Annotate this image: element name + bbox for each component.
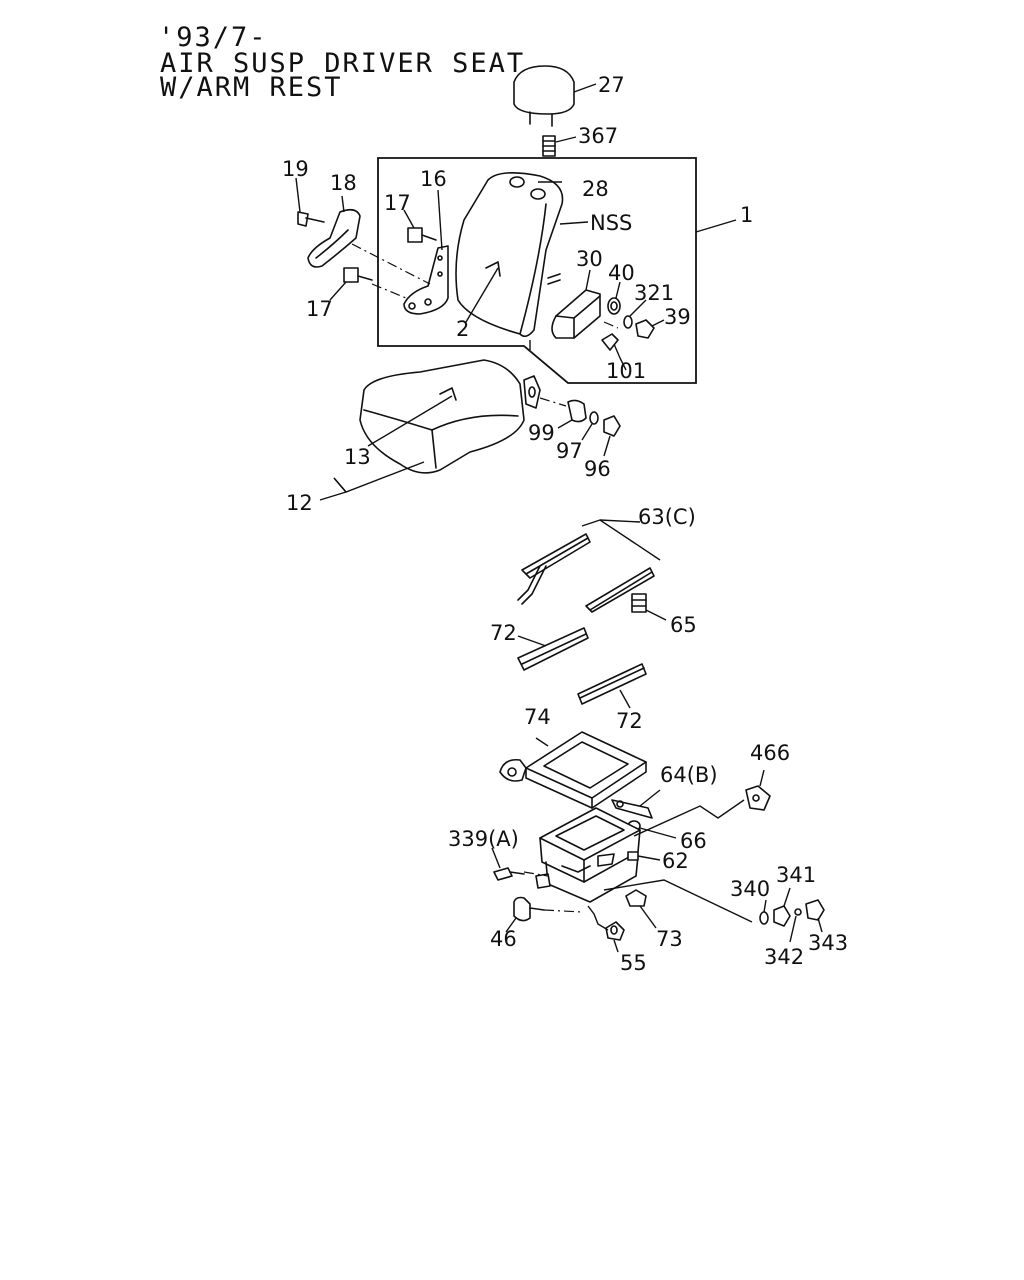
seat-cushion-part <box>319 359 541 501</box>
title-date: '93/7- <box>158 22 268 53</box>
callout-466: 466 <box>750 741 790 765</box>
callout-321: 321 <box>634 281 674 305</box>
callout-55: 55 <box>620 951 647 975</box>
bushing-part <box>625 889 657 929</box>
callout-97: 97 <box>556 439 583 463</box>
valve-part <box>491 847 549 881</box>
seatback-assembly-box <box>377 157 697 384</box>
callout-17-upper: 17 <box>384 191 411 215</box>
callout-343: 343 <box>808 931 848 955</box>
title-seat: AIR SUSP DRIVER SEAT <box>160 48 525 79</box>
seatback-part <box>455 172 589 350</box>
callout-63c: 63(C) <box>638 505 696 529</box>
callout-16: 16 <box>420 167 447 191</box>
recliner-lever-part <box>295 177 431 285</box>
callout-nss: NSS <box>590 211 632 235</box>
callout-99: 99 <box>528 421 555 445</box>
callout-30: 30 <box>576 247 603 271</box>
cushion-fasteners <box>539 397 621 457</box>
height-bracket-part <box>611 769 771 837</box>
callout-1: 1 <box>740 203 753 227</box>
callout-341: 341 <box>776 863 816 887</box>
mounting-fasteners <box>759 887 825 943</box>
callout-46: 46 <box>490 927 517 951</box>
title-armrest: W/ARM REST <box>160 72 343 103</box>
callout-96: 96 <box>584 457 611 481</box>
slide-knob-part <box>631 593 667 621</box>
callout-73: 73 <box>656 927 683 951</box>
rail-part-lower <box>577 663 647 709</box>
callout-13: 13 <box>344 445 371 469</box>
callout-40: 40 <box>608 261 635 285</box>
diagram-title: '93/7- AIR SUSP DRIVER SEAT W/ARM REST <box>158 22 525 103</box>
callout-62: 62 <box>662 849 689 873</box>
callout-18: 18 <box>330 171 357 195</box>
callout-367: 367 <box>578 124 618 148</box>
callout-72-lower: 72 <box>616 709 643 733</box>
callout-342: 342 <box>764 945 804 969</box>
rail-part-upper <box>517 627 589 671</box>
height-knob-part <box>505 896 625 953</box>
callout-17-lower: 17 <box>306 297 333 321</box>
callout-66: 66 <box>680 829 707 853</box>
headrest-part <box>513 65 597 127</box>
callout-74: 74 <box>524 705 551 729</box>
callout-64b: 64(B) <box>660 763 718 787</box>
callout-28: 28 <box>582 177 609 201</box>
callout-labels: 27 367 28 1 NSS 19 18 16 17 17 2 30 40 3… <box>282 73 848 975</box>
callout-101: 101 <box>606 359 646 383</box>
callout-2: 2 <box>456 317 469 341</box>
guide-spring-part <box>542 135 577 157</box>
callout-19: 19 <box>282 157 309 181</box>
suspension-base-part <box>535 807 661 903</box>
armrest-fasteners <box>601 281 665 371</box>
armrest-part <box>547 269 601 339</box>
callout-72-upper: 72 <box>490 621 517 645</box>
callout-12: 12 <box>286 491 313 515</box>
callout-340: 340 <box>730 877 770 901</box>
callout-27: 27 <box>598 73 625 97</box>
slide-rail-part <box>517 519 661 613</box>
callout-339a: 339(A) <box>448 827 519 851</box>
callout-39: 39 <box>664 305 691 329</box>
callout-65: 65 <box>670 613 697 637</box>
seat-frame-part <box>499 731 647 809</box>
bracket-part <box>329 189 449 315</box>
